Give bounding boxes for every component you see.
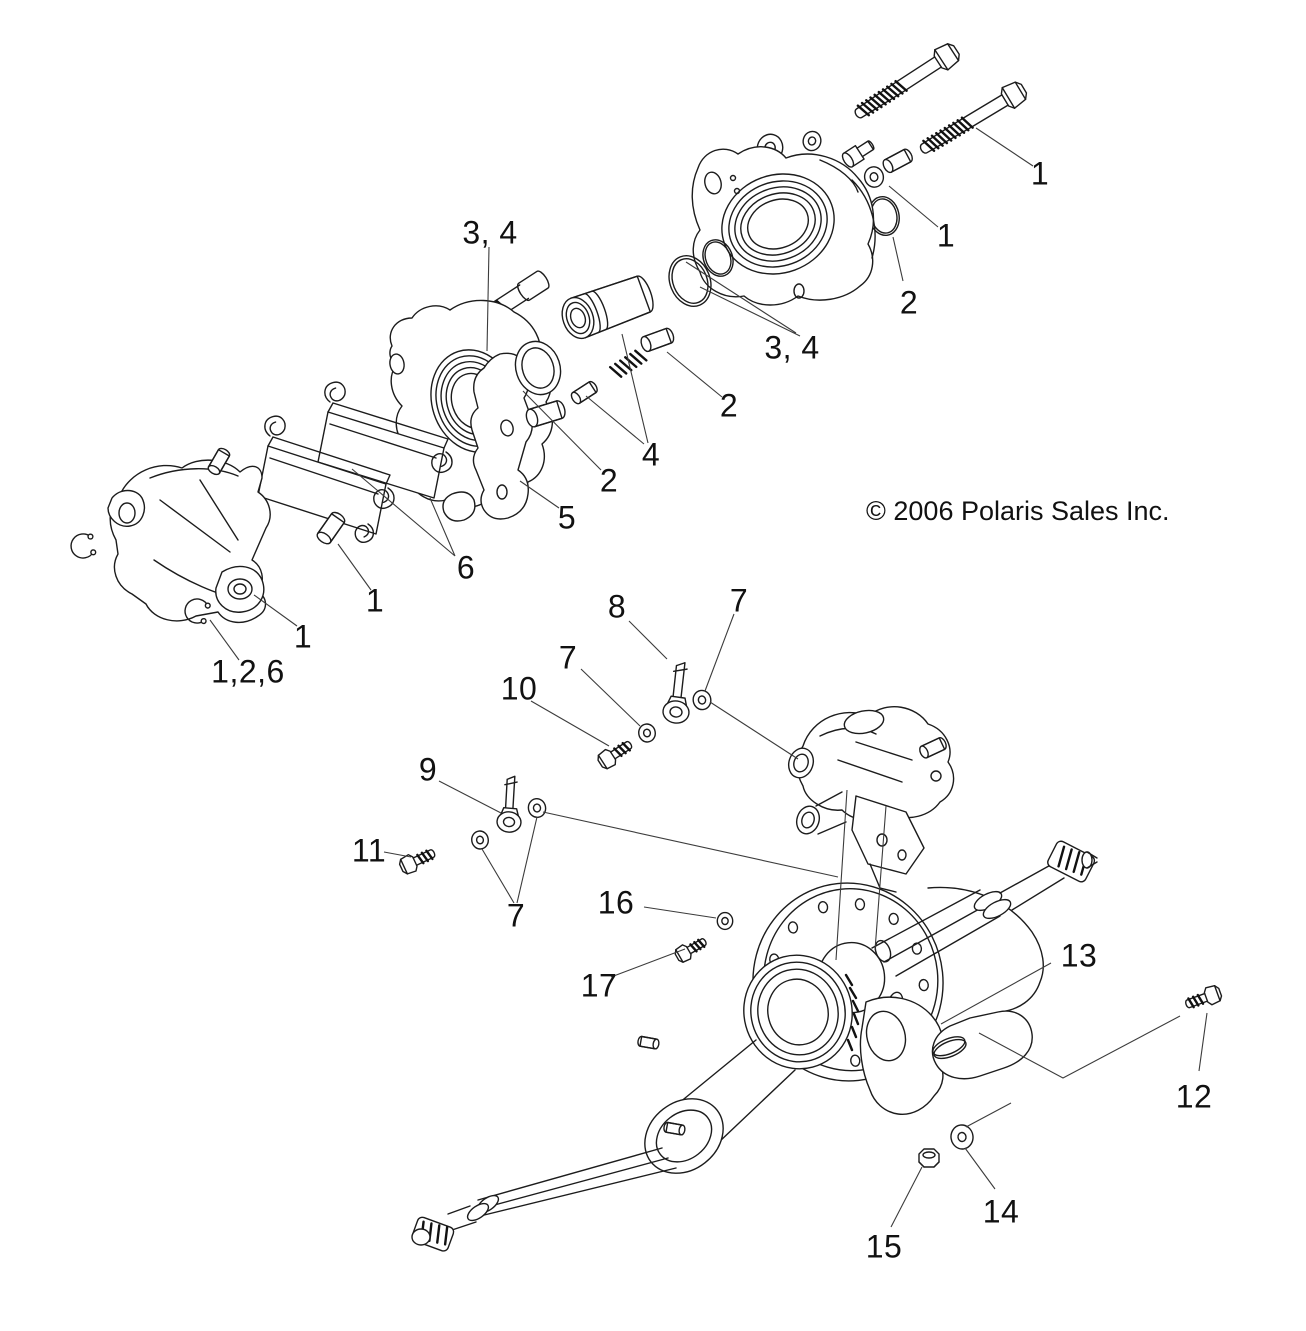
callout-8: 8: [607, 588, 627, 625]
callout-13: 13: [1060, 937, 1098, 974]
washer: [691, 688, 713, 712]
bearing-carrier: [636, 943, 865, 1189]
caliper-housing: [108, 445, 270, 623]
hex-bolt: [671, 932, 711, 966]
callout-15: 15: [865, 1228, 903, 1265]
callout-2: 2: [899, 284, 919, 321]
rear-caliper-exploded: [692, 38, 1032, 305]
copyright-text: © 2006 Polaris Sales Inc.: [866, 496, 1170, 526]
pin-fitting: [880, 146, 915, 175]
callout-9: 9: [418, 751, 438, 788]
callout-7: 7: [558, 639, 578, 676]
piston: [557, 272, 658, 343]
callout-6: 6: [456, 549, 476, 586]
brake-hose-banjo: [660, 659, 697, 726]
fasteners: [671, 912, 1225, 1168]
callout-1-2-6: 1,2,6: [211, 653, 285, 690]
washer: [716, 912, 734, 930]
axle-weld-bracket: [860, 887, 1043, 1114]
carrier-stud: [636, 1035, 661, 1050]
washer: [636, 722, 658, 744]
leader-lines: [210, 128, 1207, 1227]
caliper-bolt: [848, 38, 965, 127]
callout-1: 1: [365, 582, 385, 619]
hex-bolt: [396, 843, 440, 878]
bleeder-screw: [840, 137, 876, 168]
callout-14: 14: [982, 1193, 1020, 1230]
caliper-assembly: [785, 707, 954, 892]
lock-nut: [918, 1148, 940, 1168]
pin-cap: [568, 379, 600, 406]
callout-1: 1: [293, 618, 313, 655]
piston-collar: [509, 336, 568, 401]
washer: [800, 128, 824, 154]
callout-16: 16: [597, 884, 635, 921]
axle-shaft-lower: [411, 1148, 676, 1252]
mounting-bracket: [443, 353, 532, 521]
flange-bolt: [1181, 982, 1225, 1015]
callout-11: 11: [351, 832, 387, 869]
left-caliper-exploded: [68, 234, 739, 627]
callout-7: 7: [729, 582, 749, 619]
axle-shaft-upper: [872, 840, 1097, 976]
spacer-cylinder: [638, 326, 677, 354]
callout-4: 4: [641, 436, 661, 473]
callout-17: 17: [580, 967, 618, 1004]
callout-5: 5: [557, 499, 577, 536]
brake-hose-group: [396, 659, 713, 878]
callout-1: 1: [936, 217, 956, 254]
callout-10: 10: [500, 670, 538, 707]
brake-pad: [318, 379, 456, 498]
callout-2: 2: [599, 462, 619, 499]
callout-7: 7: [506, 897, 526, 934]
axle-assembly: [411, 840, 1097, 1253]
washer: [469, 829, 491, 851]
callout-3-4: 3, 4: [764, 329, 820, 366]
brake-hose-banjo: [495, 774, 526, 834]
callout-2: 2: [719, 387, 739, 424]
callout-1: 1: [1030, 155, 1050, 192]
callout-12: 12: [1175, 1078, 1213, 1115]
piston-stub-threads: [608, 347, 648, 381]
caliper-mount-flange: [692, 147, 875, 305]
washer: [862, 164, 886, 190]
callout-3-4: 3, 4: [462, 214, 518, 251]
snap-ring: [68, 531, 98, 561]
caliper-bolt: [914, 77, 1032, 162]
flat-washer: [949, 1124, 974, 1151]
washer: [526, 796, 548, 820]
